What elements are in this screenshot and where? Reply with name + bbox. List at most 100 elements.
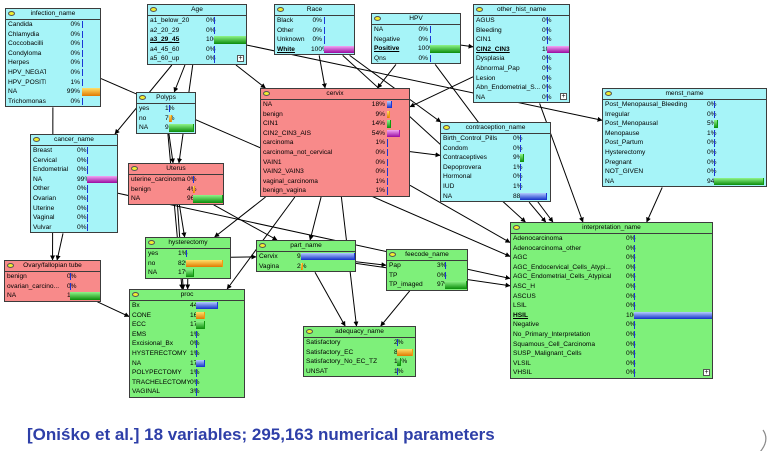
node-part[interactable]: part_nameCervix98%Vagina2% [256,240,356,273]
state-row[interactable]: NA0% [474,93,569,103]
state-row[interactable]: NA88% [441,192,550,202]
state-row[interactable]: Abn_Endometrial_S...0% [474,83,569,93]
state-row[interactable]: CIN10% [474,35,569,45]
state-row[interactable]: Abnormal_Pap0% [474,64,569,74]
state-row[interactable]: Satisfactory_EC81% [304,348,415,358]
state-row[interactable]: ovarian_carcino...0% [5,282,100,292]
node-polyps[interactable]: Polypsyes1%no7%NA91% [136,92,196,134]
expand-icon[interactable]: + [237,55,244,62]
expand-icon[interactable]: + [560,93,567,101]
state-row[interactable]: ECC17% [130,320,244,330]
state-row[interactable]: NA91% [137,123,195,133]
state-row[interactable]: NA96% [129,194,223,204]
node-age[interactable]: Agea1_below_200%a2_20_290%a3_29_45100%a4… [147,4,247,65]
state-row[interactable]: NA94% [603,177,766,187]
state-row[interactable]: Satisfactory_No_EC_TZ16% [304,357,415,367]
node-proc[interactable]: procBx44%CONE16%ECC17%EMS1%Excisional_Bx… [129,289,245,398]
state-row[interactable]: CIN2_CIN3100% [474,45,569,55]
expand-icon[interactable]: + [703,369,710,376]
state-row[interactable]: Dysplasia0% [474,54,569,64]
state-row[interactable]: HSIL100% [511,311,712,321]
state-row[interactable]: Bx44% [130,301,244,311]
state-row[interactable]: AGUS0% [474,16,569,26]
state-row[interactable]: AGC_Endocervical_Cells_Atypi...0% [511,263,712,273]
